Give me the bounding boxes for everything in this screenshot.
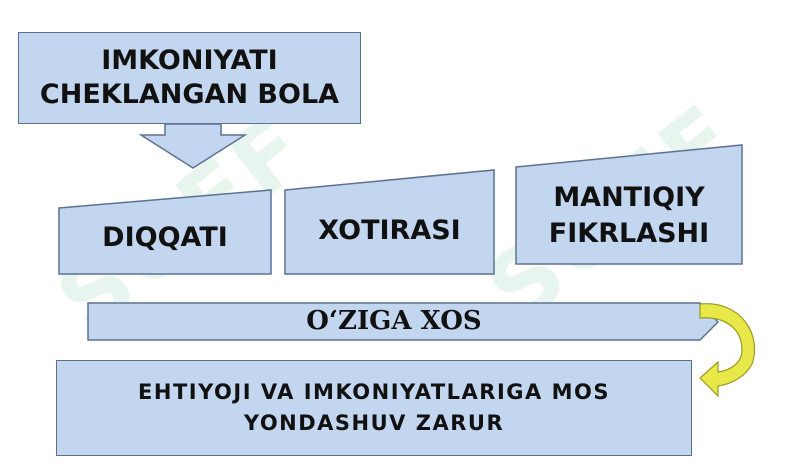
- trait-box-shape-3: [515, 144, 743, 265]
- banner-shape: [87, 302, 720, 341]
- top-box: IMKONIYATI CHEKLANGAN BOLA: [18, 32, 361, 124]
- trait-label-diqqati: DIQQATI: [102, 222, 228, 253]
- trait-box-shape-1: [58, 189, 272, 275]
- curved-arrow-icon: [699, 303, 756, 398]
- trait-label-mantiqiy-line2: FIKRLASHI: [548, 218, 710, 249]
- down-arrow: [138, 123, 248, 169]
- trait-label-mantiqiy: MANTIQIY FIKRLASHI: [516, 180, 742, 252]
- banner-label: O‘ZIGA XOS: [306, 306, 482, 336]
- top-box-line1: IMKONIYATI: [101, 45, 278, 76]
- trait-box-shape-2: [284, 169, 495, 275]
- bottom-box: EHTIYOJI VA IMKONIYATLARIGA MOS YONDASHU…: [56, 360, 692, 456]
- trait-label-xotirasi: XOTIRASI: [318, 215, 461, 246]
- bottom-box-line2: YONDASHUV ZARUR: [243, 411, 505, 435]
- bottom-box-line1: EHTIYOJI VA IMKONIYATLARIGA MOS: [138, 380, 610, 404]
- top-box-line2: CHEKLANGAN BOLA: [39, 79, 340, 110]
- trait-label-mantiqiy-line1: MANTIQIY: [553, 182, 705, 213]
